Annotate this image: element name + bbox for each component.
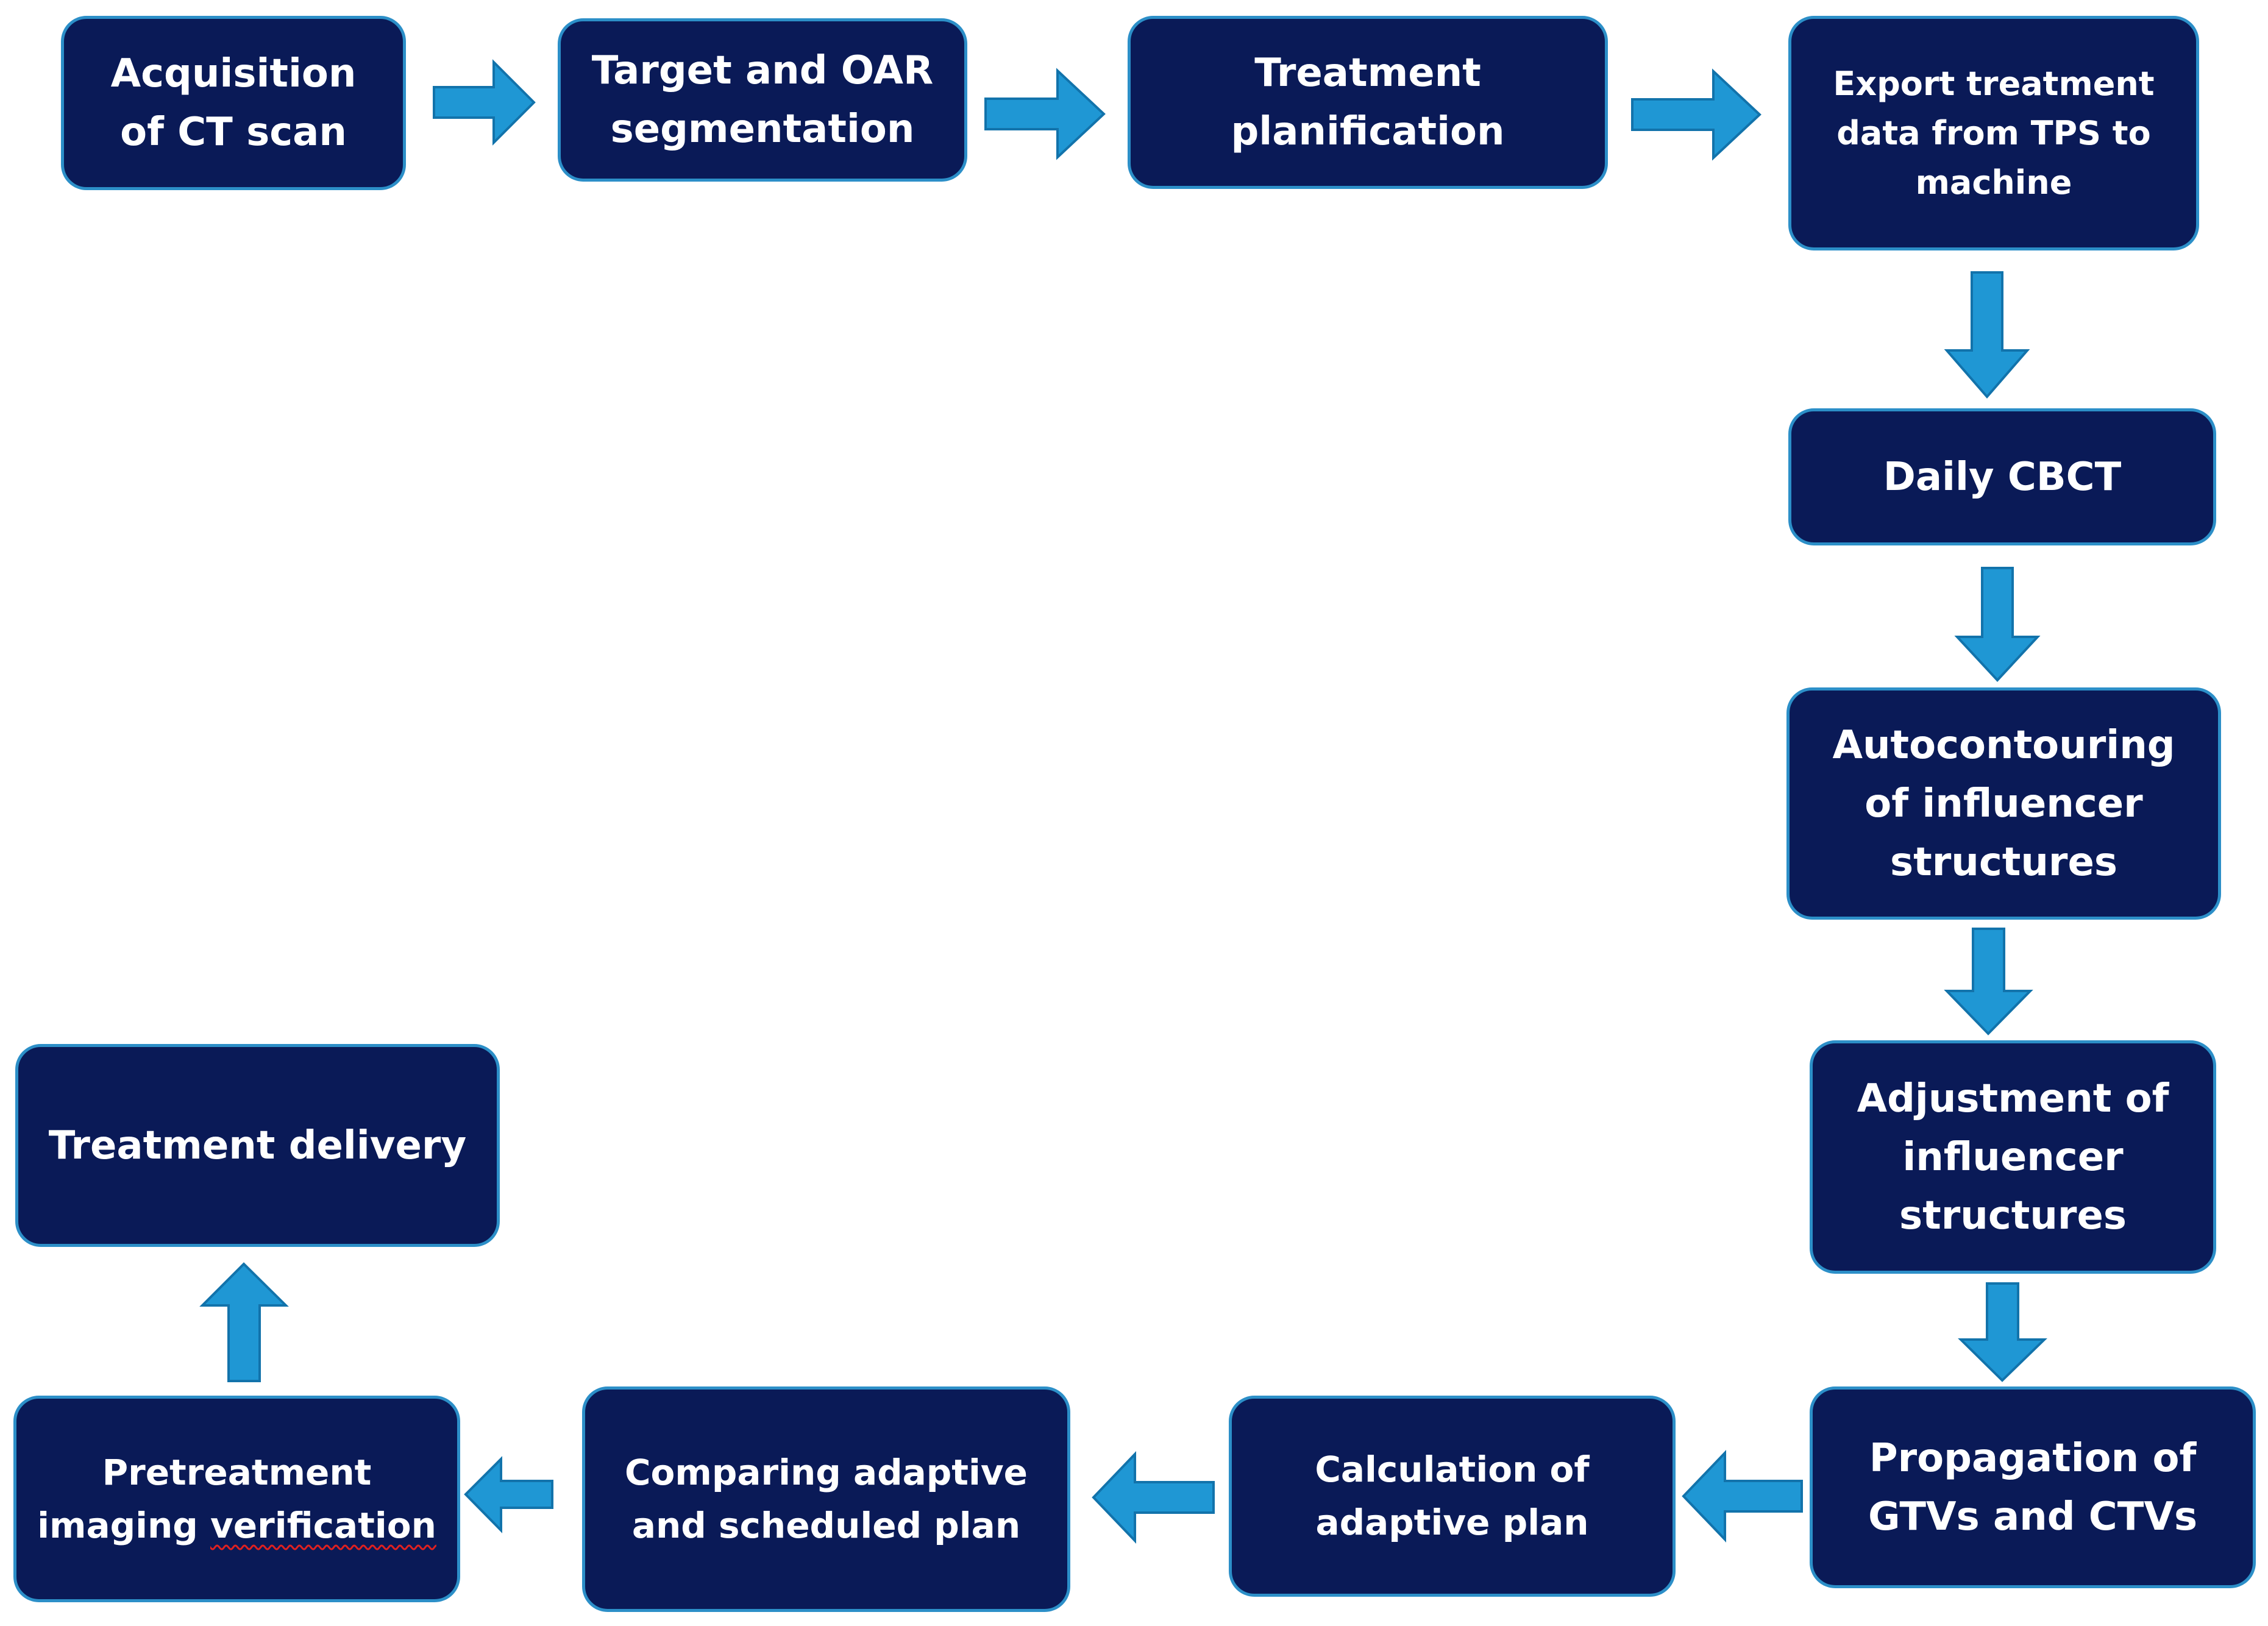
step-adjustment-label: Adjustment of influencer structures xyxy=(1857,1076,2169,1238)
step-target-oar-box: Target and OAR segmentation xyxy=(558,18,967,182)
arrow-down-2 xyxy=(1954,567,2041,682)
step-treatment-delivery-label: Treatment delivery xyxy=(48,1123,467,1168)
step-pretreatment-line1: Pretreatment xyxy=(102,1451,372,1493)
step-treatment-delivery-box: Treatment delivery xyxy=(15,1044,500,1247)
arrow-down-3 xyxy=(1944,928,2033,1035)
step-comparing-box: Comparing adaptive and scheduled plan xyxy=(582,1386,1070,1612)
arrow-down-1 xyxy=(1944,271,2030,399)
arrow-down-4 xyxy=(1958,1282,2047,1382)
step-export-data-label: Export treatment data from TPS to machin… xyxy=(1833,65,2155,202)
step-daily-cbct-box: Daily CBCT xyxy=(1788,408,2216,545)
arrow-left-2 xyxy=(1092,1451,1215,1544)
step-calculation-box: Calculation of adaptive plan xyxy=(1229,1396,1676,1597)
step-adjustment-box: Adjustment of influencer structures xyxy=(1810,1040,2216,1274)
step-pretreatment-label: Pretreatment imaging verification xyxy=(37,1446,436,1552)
arrow-right-1 xyxy=(433,59,536,146)
step-acquisition-ct-label: Acquisition of CT scan xyxy=(110,51,357,155)
step-pretreatment-box: Pretreatment imaging verification xyxy=(13,1396,460,1602)
step-calculation-label: Calculation of adaptive plan xyxy=(1315,1449,1590,1543)
step-propagation-box: Propagation of GTVs and CTVs xyxy=(1810,1386,2256,1588)
step-acquisition-ct-box: Acquisition of CT scan xyxy=(61,16,406,190)
arrow-left-1 xyxy=(1682,1450,1803,1543)
step-treatment-planification-label: Treatment planification xyxy=(1231,51,1505,154)
step-daily-cbct-label: Daily CBCT xyxy=(1883,454,2122,500)
arrow-up-1 xyxy=(199,1262,289,1382)
step-comparing-label: Comparing adaptive and scheduled plan xyxy=(624,1452,1028,1546)
step-pretreatment-line2b: verification xyxy=(210,1504,436,1546)
arrow-left-3 xyxy=(464,1456,553,1533)
step-treatment-planification-box: Treatment planification xyxy=(1128,16,1608,189)
step-autocontouring-box: Autocontouring of influencer structures xyxy=(1786,687,2221,920)
step-propagation-label: Propagation of GTVs and CTVs xyxy=(1868,1435,2198,1539)
arrow-right-2 xyxy=(984,68,1106,160)
step-pretreatment-line2a: imaging xyxy=(37,1504,210,1546)
step-target-oar-label: Target and OAR segmentation xyxy=(591,48,934,152)
step-export-data-box: Export treatment data from TPS to machin… xyxy=(1788,16,2199,250)
step-autocontouring-label: Autocontouring of influencer structures xyxy=(1832,722,2175,885)
arrow-right-3 xyxy=(1631,68,1761,161)
